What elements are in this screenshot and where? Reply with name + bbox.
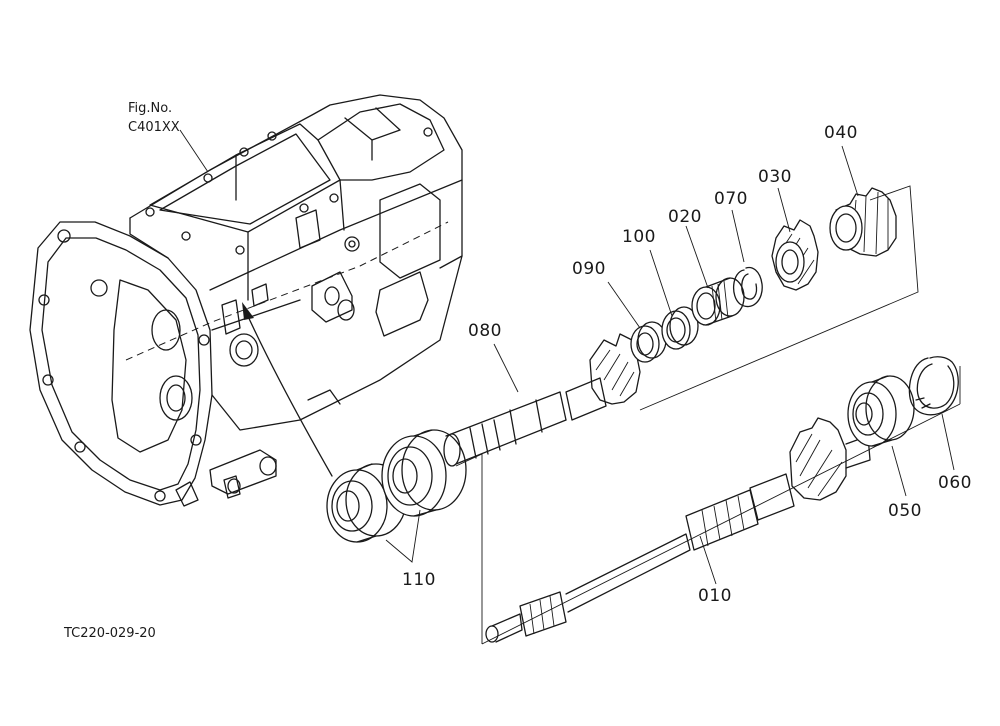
transmission-case xyxy=(29,94,463,507)
callout-080: 080 xyxy=(468,321,502,341)
fig-no-label: Fig.No. xyxy=(128,101,172,116)
callout-050: 050 xyxy=(888,501,922,521)
gear-040 xyxy=(829,187,897,257)
gear-030 xyxy=(771,219,819,291)
callout-100: 100 xyxy=(622,227,656,247)
callout-060: 060 xyxy=(938,473,972,493)
callout-030: 030 xyxy=(758,167,792,187)
assembly-frame xyxy=(455,185,961,645)
leader-lines xyxy=(179,129,955,585)
bearing-050 xyxy=(847,375,915,447)
callout-090: 090 xyxy=(572,259,606,279)
collar-100 xyxy=(661,306,699,350)
callout-020: 020 xyxy=(668,207,702,227)
needle-bearing-020 xyxy=(691,277,745,326)
snap-ring-070 xyxy=(733,266,763,308)
spacer-090 xyxy=(630,321,667,363)
bearings-110 xyxy=(326,429,467,543)
callout-070: 070 xyxy=(714,189,748,209)
callout-010: 010 xyxy=(698,586,732,606)
figure-caption: Fig.No. C401XX TC220-029-20 xyxy=(63,101,180,641)
shaft-080 xyxy=(443,333,641,467)
snap-ring-060 xyxy=(908,356,959,416)
drawing-code: TC220-029-20 xyxy=(63,626,156,641)
shaft-010 xyxy=(485,417,871,643)
part-callouts: 010 020 030 040 050 060 070 080 090 100 … xyxy=(402,123,972,606)
callout-040: 040 xyxy=(824,123,858,143)
callout-110: 110 xyxy=(402,570,436,590)
fig-number: C401XX xyxy=(128,120,180,135)
